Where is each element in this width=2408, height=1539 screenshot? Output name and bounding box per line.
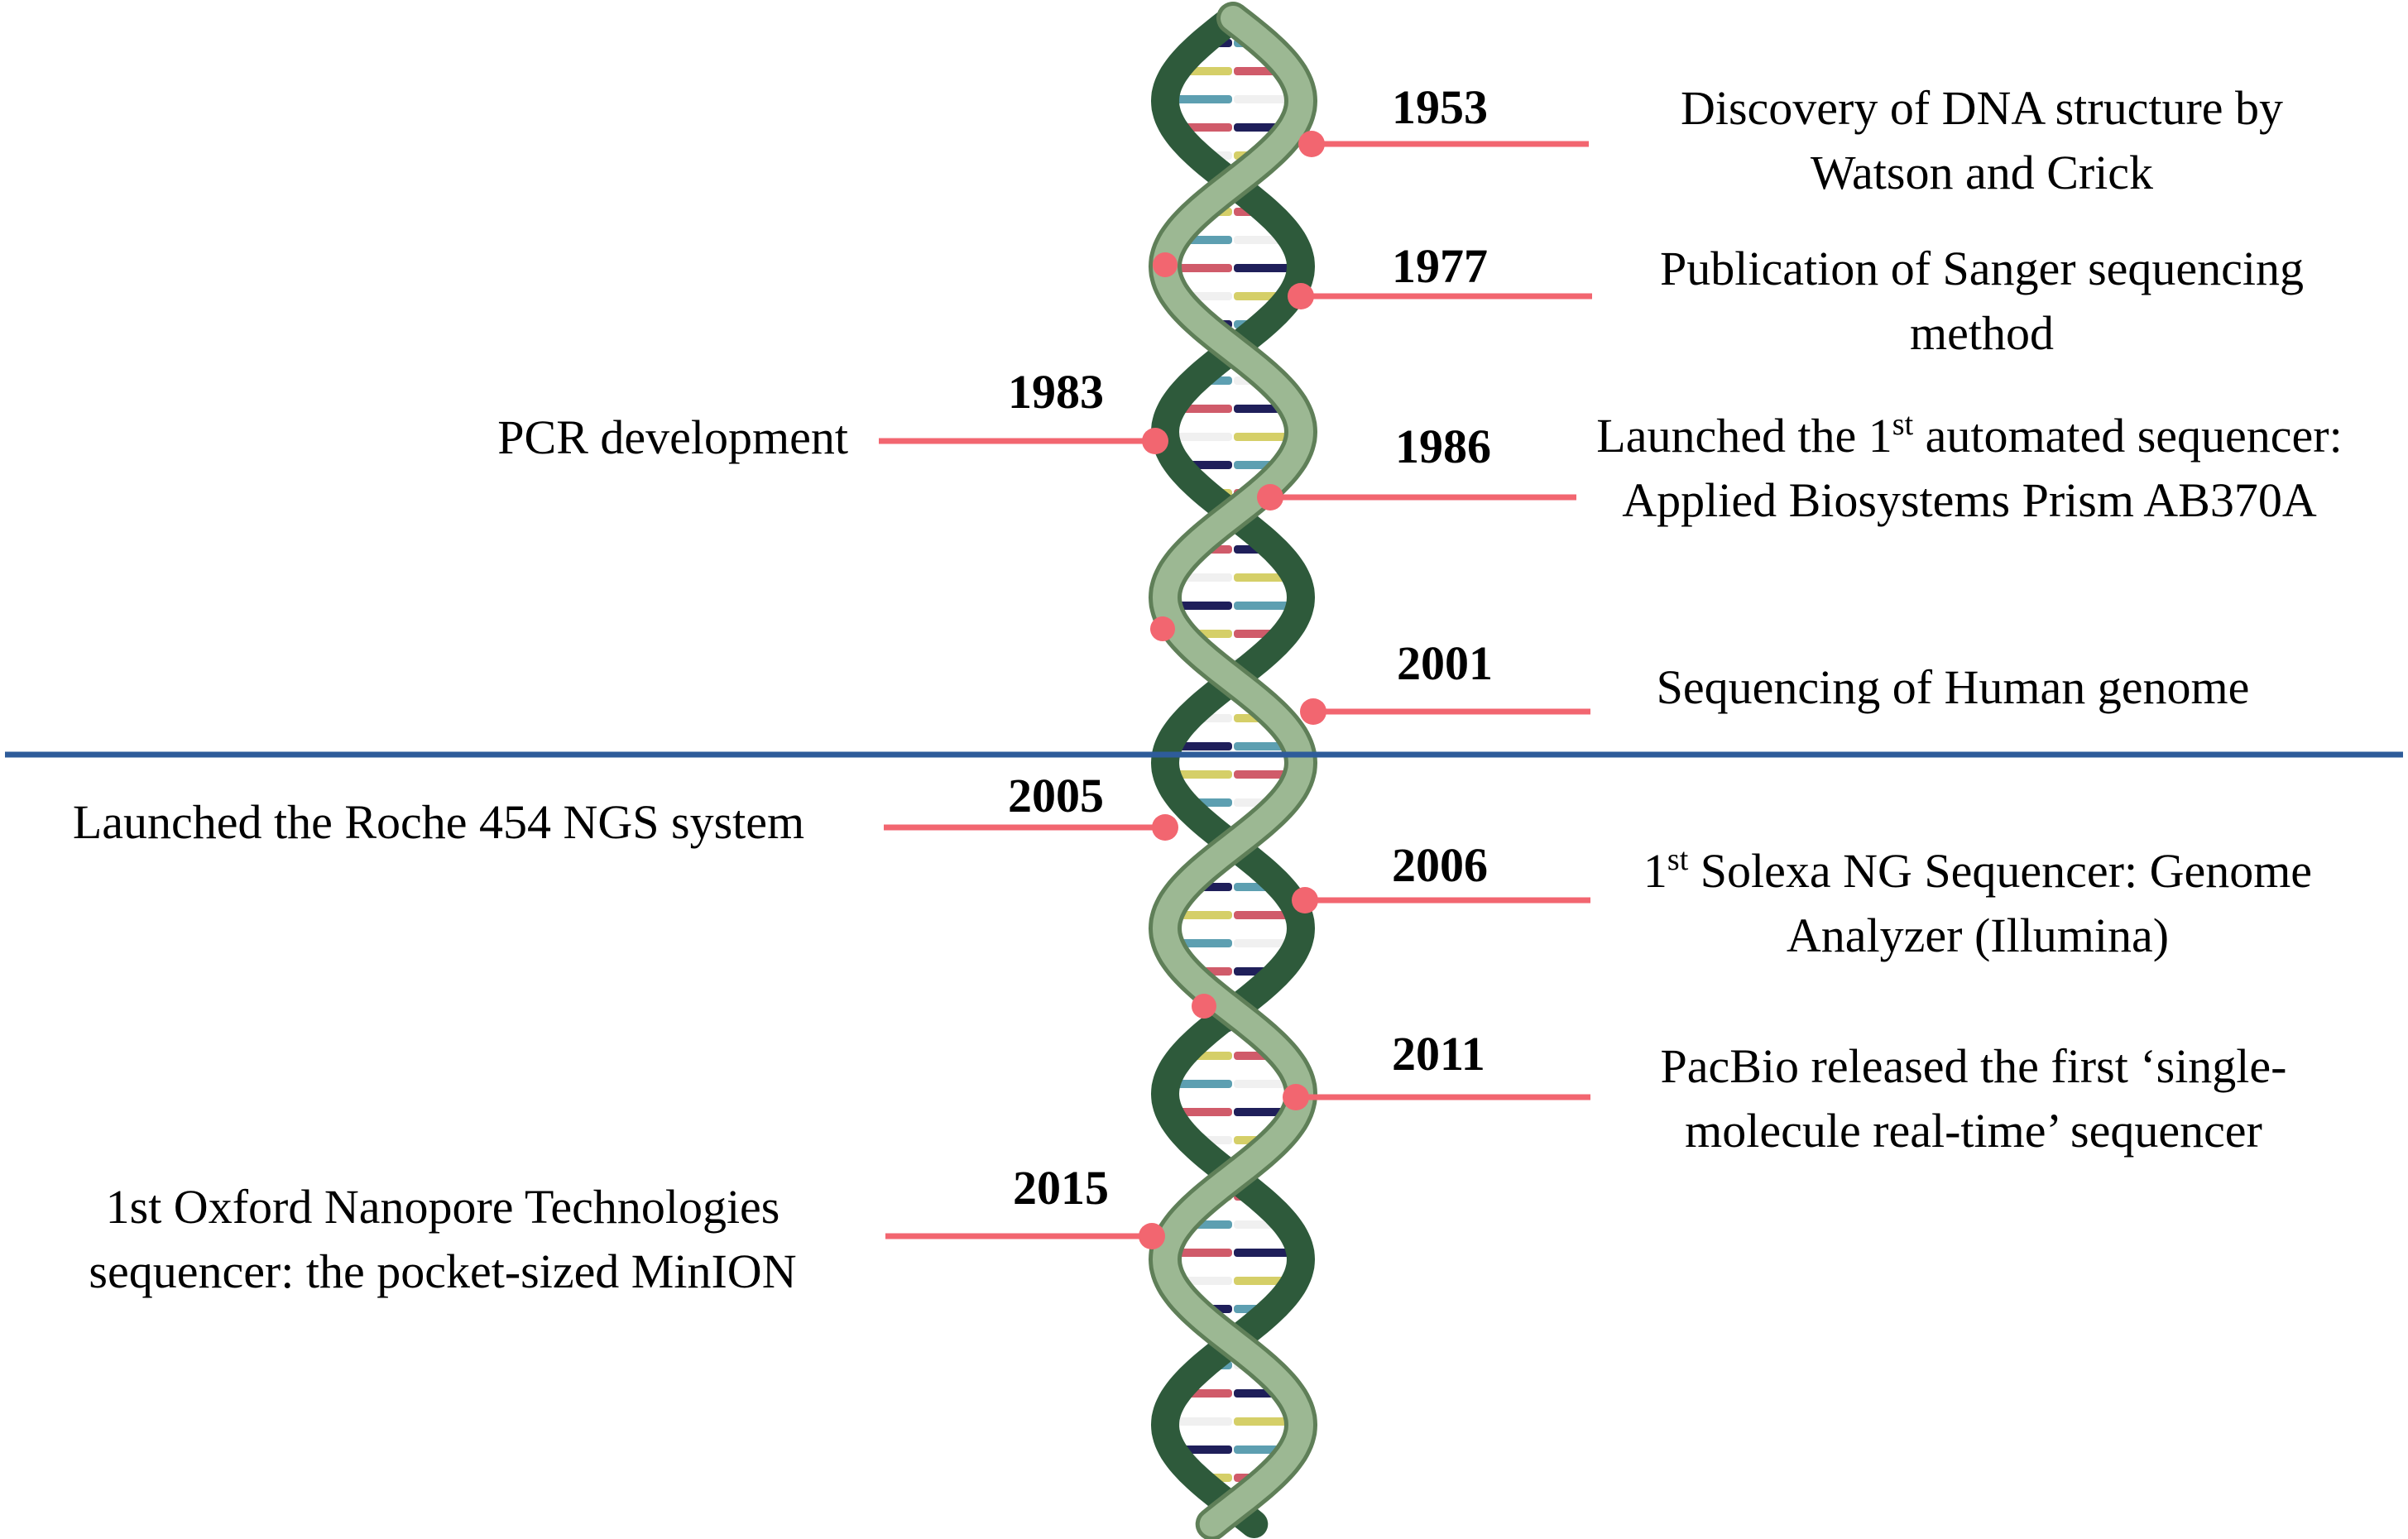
year-2015: 2015 [1013,1161,1109,1215]
event-label-2015: 1st Oxford Nanopore Technologies sequenc… [17,1175,869,1304]
connectors [879,131,1592,1249]
event-label-1977-line-1: Publication of Sanger sequencing [1660,242,2304,295]
event-label-2001-line-1: Sequencing of Human genome [1656,660,2250,714]
year-1983: 1983 [1008,365,1104,419]
connector-1986-dot [1257,484,1283,511]
event-label-2006-line-2: Analyzer (Illumina) [1786,909,2170,962]
event-label-2011: PacBio released the first ‘single- molec… [1560,1034,2387,1163]
connector-2005-dot [1152,814,1178,841]
event-label-2006-line-1: 1st Solexa NG Sequencer: Genome [1564,839,2391,904]
connector-2001-dot [1300,698,1326,725]
event-label-2005: Launched the Roche 454 NGS system [17,790,861,855]
event-label-2006-line-1-pre: 1 [1643,844,1667,898]
helix-marker-dot-1 [1153,252,1178,277]
event-label-2006-line-1-post: Solexa NG Sequencer: Genome [1688,844,2313,898]
year-2001: 2001 [1397,636,1493,690]
event-label-1986-line-1-post: automated sequencer: [1913,409,2343,463]
event-label-1977-line-2: method [1910,306,2054,360]
connector-1977-dot [1288,283,1314,309]
connector-2006-dot [1292,887,1318,913]
event-label-1986: Launched the 1st automated sequencer: Ap… [1535,404,2404,533]
event-label-2001: Sequencing of Human genome [1581,655,2325,720]
event-label-2011-line-1: PacBio released the first ‘single- [1660,1039,2287,1093]
helix-marker-dot-2 [1150,616,1175,641]
connector-1953-dot [1298,131,1325,157]
event-label-2011-line-2: molecule real-time’ sequencer [1685,1104,2262,1158]
year-2005: 2005 [1008,769,1104,822]
dna-helix-base-pairs [1164,37,1302,1484]
event-label-1986-line-2: Applied Biosystems Prism AB370A [1622,473,2317,527]
helix-back-strand [1150,4,1316,1538]
event-label-1986-superscript: st [1892,407,1914,443]
event-label-2006-superscript: st [1667,842,1689,878]
year-2011: 2011 [1392,1027,1485,1081]
event-label-1953: Discovery of DNA structure by Watson and… [1568,76,2396,205]
event-label-1986-line-1-pre: Launched the 1 [1596,409,1892,463]
event-label-1983: PCR development [364,405,848,470]
event-label-1983-line-1: PCR development [497,410,848,464]
year-1977: 1977 [1392,239,1488,293]
helix-marker-dot-3 [1192,994,1216,1019]
year-1953: 1953 [1392,80,1488,134]
event-label-2005-line-1: Launched the Roche 454 NGS system [72,795,805,849]
connector-2015-dot [1139,1223,1165,1249]
event-label-1953-line-1: Discovery of DNA structure by [1680,81,2284,135]
year-1986: 1986 [1395,420,1491,473]
event-label-2015-line-1: 1st Oxford Nanopore Technologies [105,1180,780,1234]
event-label-2015-line-2: sequencer: the pocket-sized MinION [89,1244,797,1298]
year-2006: 2006 [1392,838,1488,892]
event-label-1953-line-2: Watson and Crick [1810,146,2154,199]
event-label-1977: Publication of Sanger sequencing method [1568,237,2396,366]
connector-1983-dot [1142,428,1168,454]
event-label-1986-line-1: Launched the 1st automated sequencer: [1535,404,2404,468]
event-label-2006: 1st Solexa NG Sequencer: Genome Analyzer… [1564,839,2391,968]
connector-2011-dot [1283,1084,1309,1110]
